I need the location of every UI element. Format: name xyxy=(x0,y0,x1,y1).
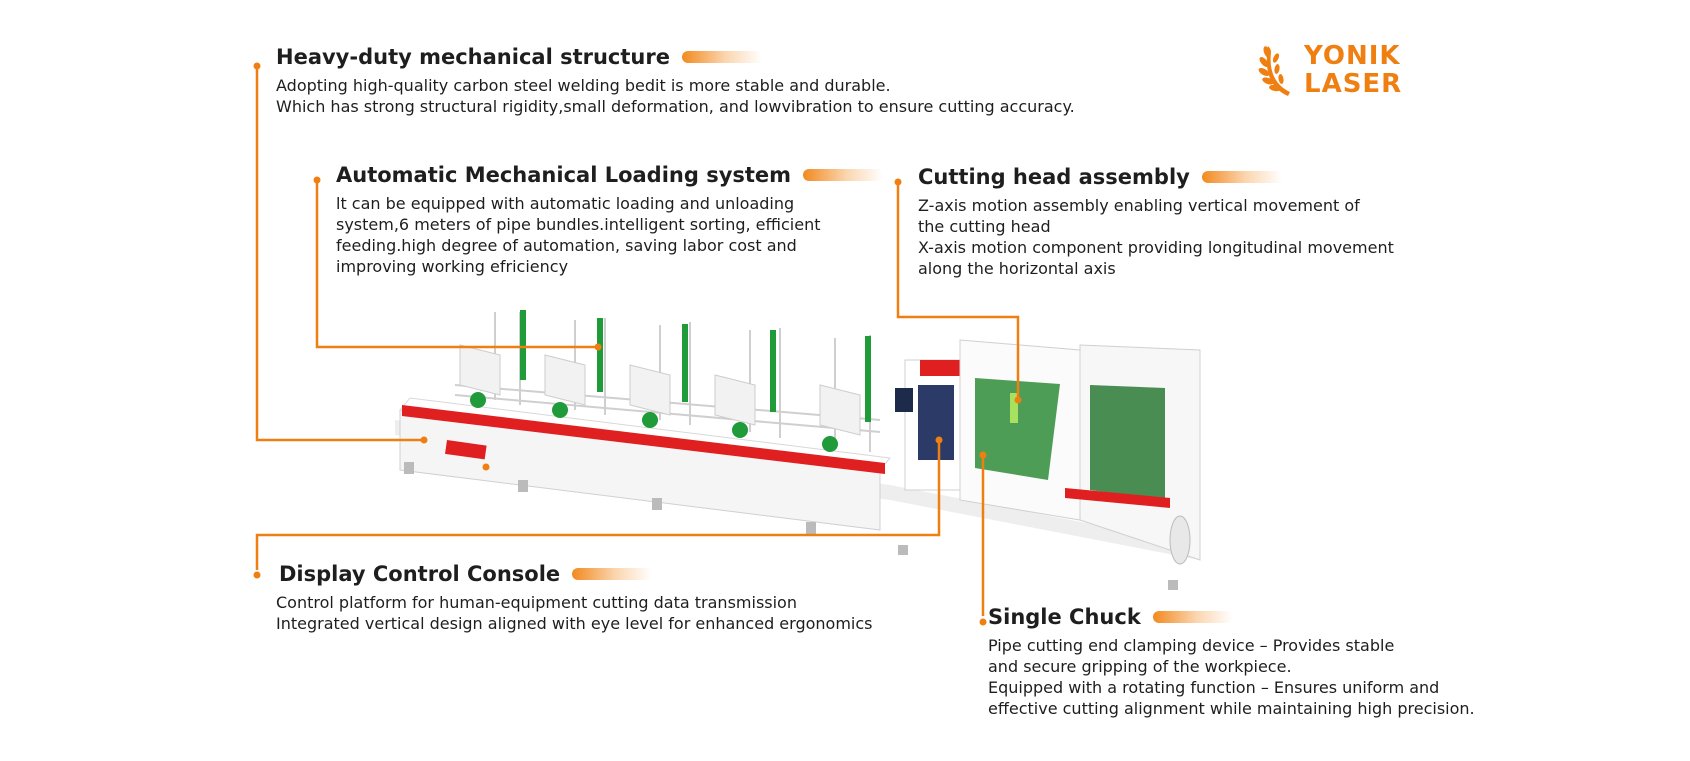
feature-mechanical: Heavy-duty mechanical structure Adopting… xyxy=(276,45,1075,117)
machine-body xyxy=(395,310,1201,590)
feature-title: Display Control Console xyxy=(279,562,561,586)
feature-title: Heavy-duty mechanical structure xyxy=(276,45,670,69)
title-accent-bar xyxy=(572,568,653,580)
description-line: Pipe cutting end clamping device – Provi… xyxy=(988,636,1395,655)
description-line: X-axis motion component providing longit… xyxy=(918,238,1394,257)
description-line: Which has strong structural rigidity,sma… xyxy=(276,97,1075,116)
description-line: effective cutting alignment while mainta… xyxy=(988,699,1475,718)
feature-cutting-head: Cutting head assembly Z-axis motion asse… xyxy=(918,165,1394,279)
description-line: and secure gripping of the workpiece. xyxy=(988,657,1292,676)
feature-description: lt can be equipped with automatic loadin… xyxy=(336,193,883,277)
feature-console: Display Control Console Control platform… xyxy=(276,562,872,634)
feature-title: Cutting head assembly xyxy=(918,165,1190,189)
description-line: lt can be equipped with automatic loadin… xyxy=(336,194,795,213)
feature-title: Single Chuck xyxy=(988,605,1141,629)
logo-line-1: YONIK xyxy=(1304,41,1401,71)
brand-logo: YONIK LASER xyxy=(1258,40,1418,100)
feature-title: Automatic Mechanical Loading system xyxy=(336,163,792,187)
logo-line-2: LASER xyxy=(1304,69,1403,99)
title-accent-bar xyxy=(681,51,762,63)
title-accent-bar xyxy=(803,169,884,181)
feature-chuck: Single Chuck Pipe cutting end clamping d… xyxy=(988,605,1475,719)
feature-description: Pipe cutting end clamping device – Provi… xyxy=(988,635,1475,719)
title-accent-bar xyxy=(1152,611,1233,623)
leader-dots xyxy=(253,62,1022,626)
description-line: feeding.high degree of automation, savin… xyxy=(336,236,797,255)
feature-description: Control platform for human-equipment cut… xyxy=(276,592,872,634)
title-accent-bar xyxy=(1201,171,1282,183)
description-line: Adopting high-quality carbon steel weldi… xyxy=(276,76,891,95)
feature-description: Adopting high-quality carbon steel weldi… xyxy=(276,75,1075,117)
description-line: Z-axis motion assembly enabling vertical… xyxy=(918,196,1360,215)
feature-description: Z-axis motion assembly enabling vertical… xyxy=(918,195,1394,279)
description-line: Control platform for human-equipment cut… xyxy=(276,593,797,612)
description-line: Equipped with a rotating function – Ensu… xyxy=(988,678,1440,697)
laurel-icon xyxy=(1258,46,1290,96)
description-line: along the horizontal axis xyxy=(918,259,1116,278)
feature-loading: Automatic Mechanical Loading system lt c… xyxy=(336,163,884,277)
leader-lines xyxy=(255,66,1020,616)
description-line: system,6 meters of pipe bundles.intellig… xyxy=(336,215,821,234)
description-line: the cutting head xyxy=(918,217,1051,236)
logo-wordmark: YONIK LASER xyxy=(1304,42,1402,98)
description-line: Integrated vertical design aligned with … xyxy=(276,614,873,633)
description-line: improving working efriciency xyxy=(336,257,569,276)
